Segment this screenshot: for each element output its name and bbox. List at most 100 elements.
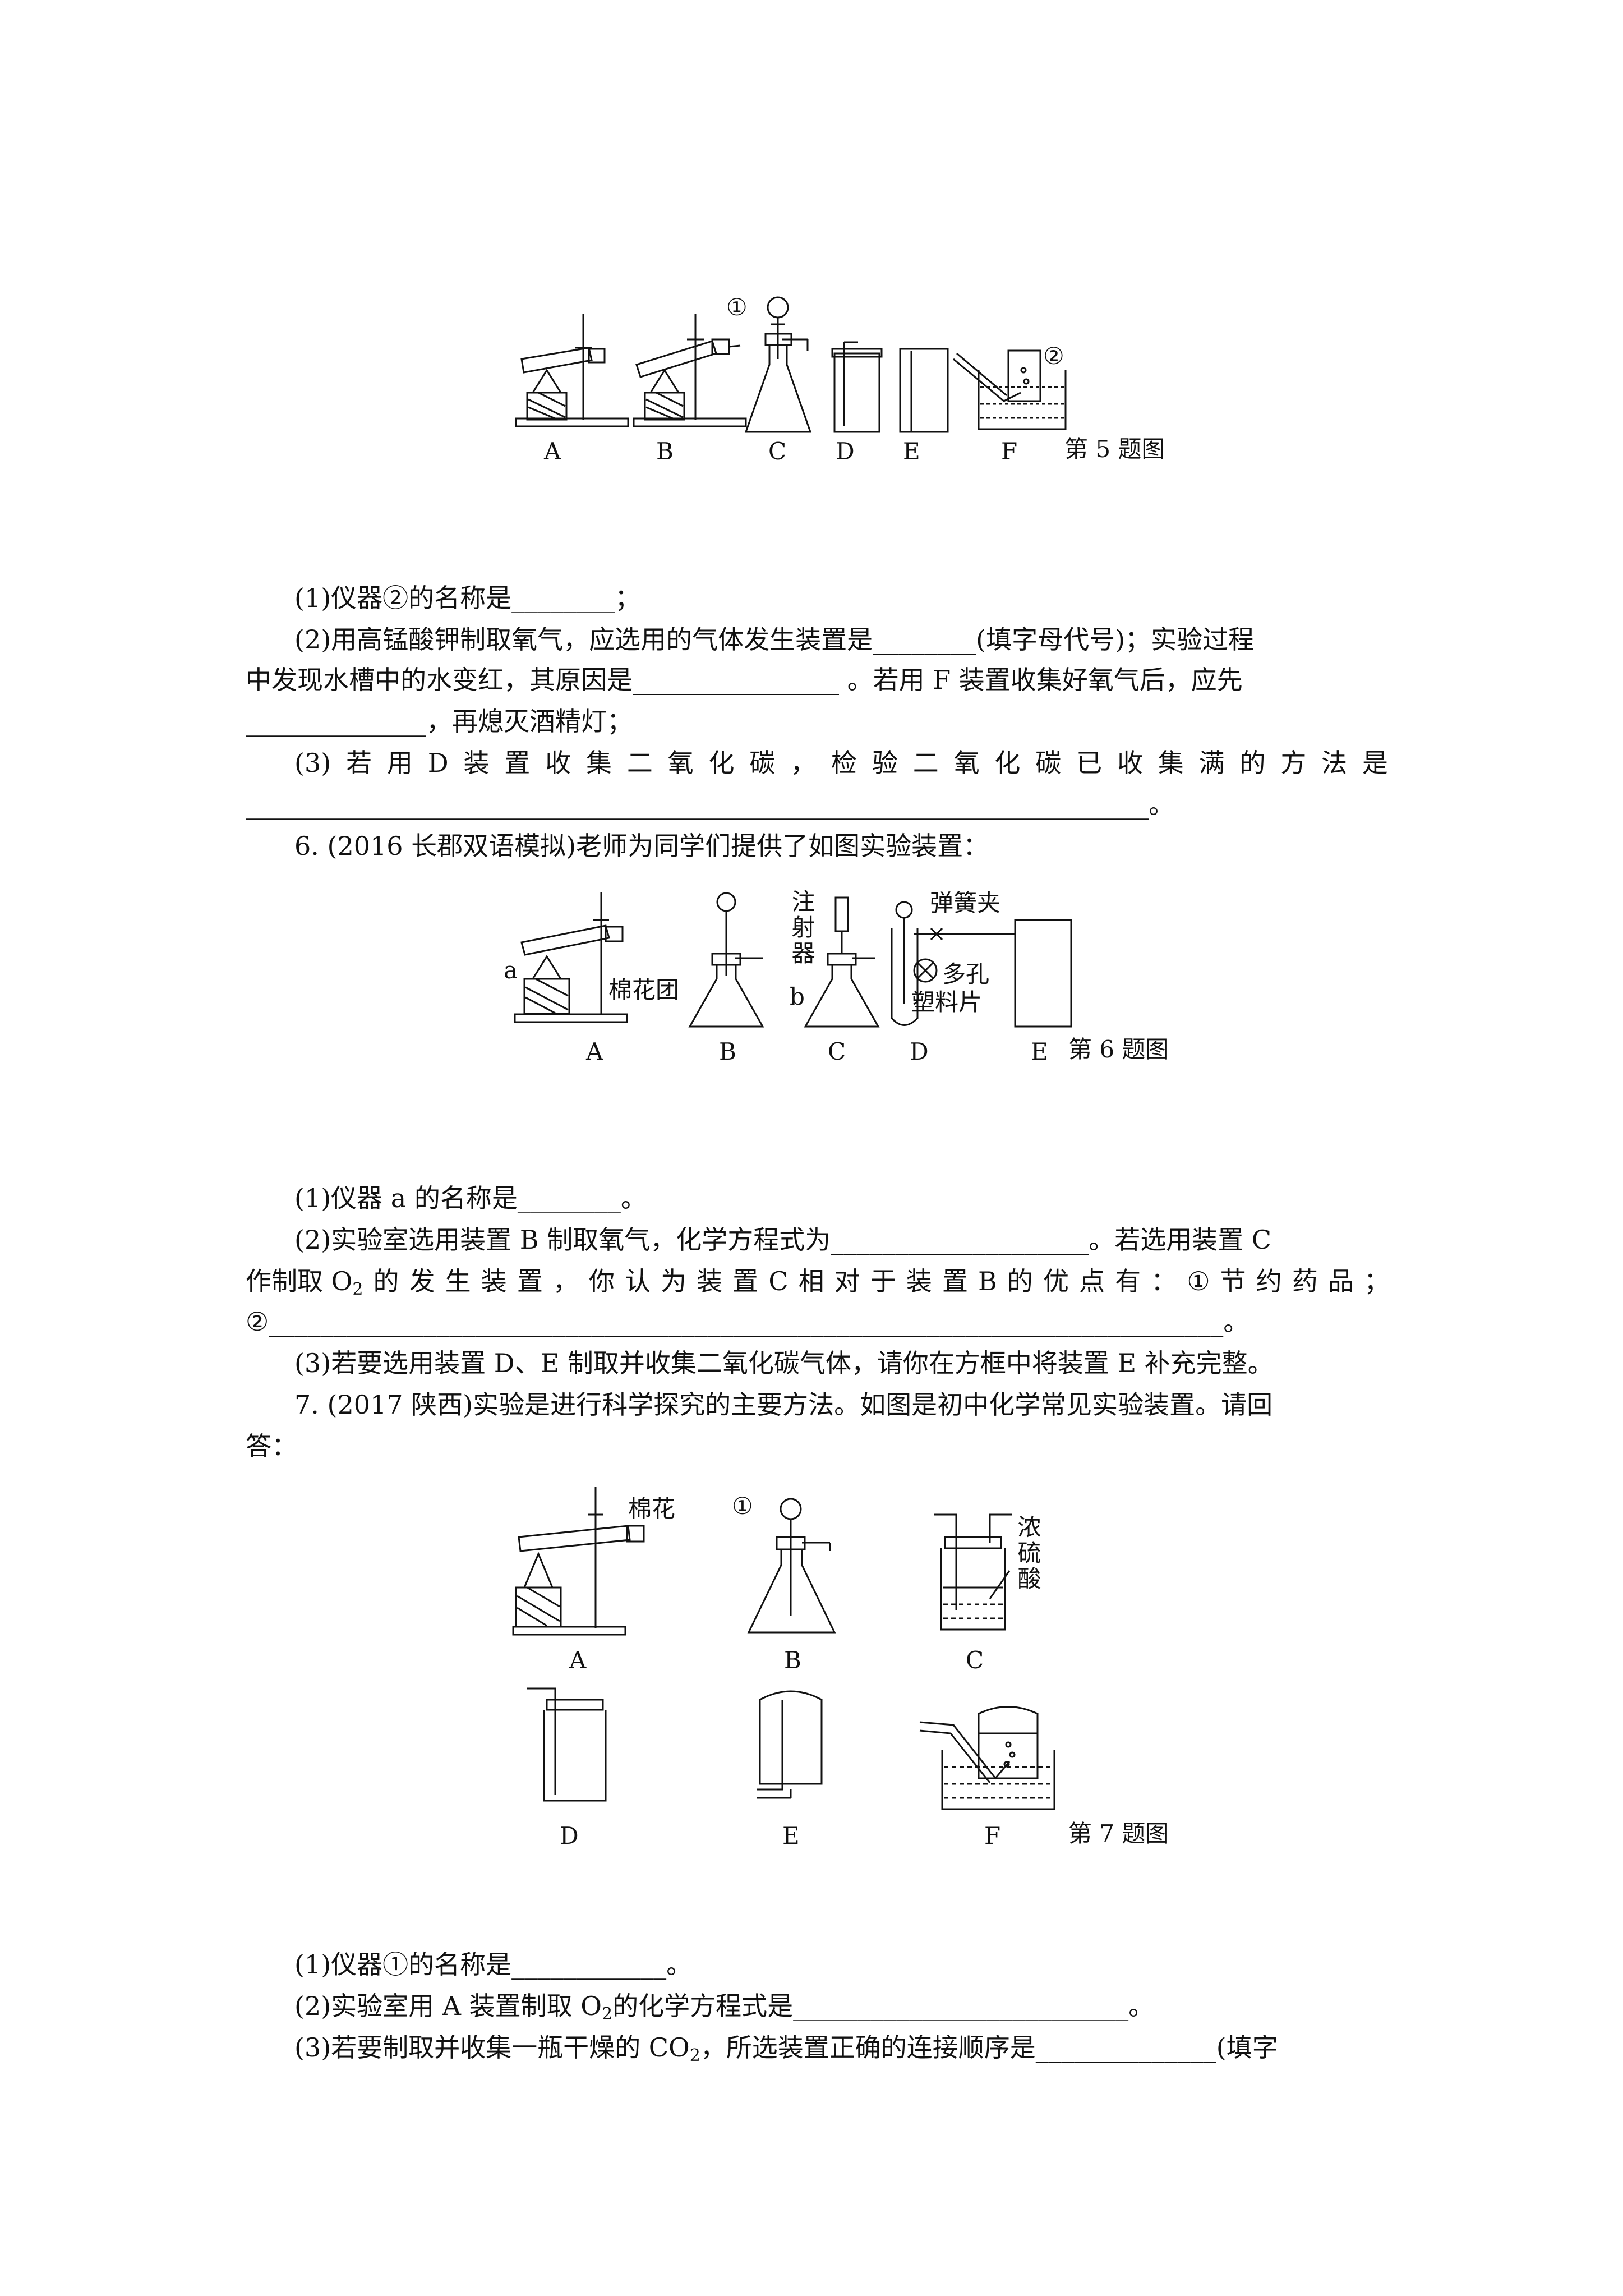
q6-l3-t16: 装 bbox=[906, 1266, 932, 1296]
figure-6-label-c: C bbox=[828, 1038, 846, 1065]
q6-l3-t6: ， bbox=[552, 1266, 579, 1296]
q5-l5-t18: 碳 bbox=[1035, 748, 1062, 778]
q6-l3-t18: B bbox=[978, 1266, 997, 1296]
q5-l5-t26: 是 bbox=[1362, 748, 1388, 778]
q6-intro: 6. (2016 长郡双语模拟)老师为同学们提供了如图实验装置： bbox=[294, 831, 989, 861]
q6-l3-t8: 认 bbox=[625, 1266, 651, 1296]
q5-l5-t25: 法 bbox=[1321, 748, 1348, 778]
q6-l3-t17: 置 bbox=[942, 1266, 968, 1296]
q5-line-1: (1)仪器②的名称是________； bbox=[294, 583, 641, 613]
q5-l5-t17: 化 bbox=[994, 748, 1021, 778]
apparatus-7f bbox=[920, 1707, 1054, 1810]
q6-l3-t19: 的 bbox=[1007, 1266, 1033, 1296]
apparatus-7a bbox=[513, 1487, 644, 1635]
figure-7-caption: 第 7 题图 bbox=[1068, 1820, 1169, 1847]
figure-5-marker-2: ② bbox=[1043, 342, 1064, 370]
figure-5-label-c: C bbox=[768, 438, 787, 465]
q6-l3-t22: 有 bbox=[1115, 1266, 1141, 1296]
figure-6-label-a: A bbox=[586, 1038, 603, 1065]
apparatus-5f bbox=[953, 351, 1066, 429]
q7-l3-text-a: (3)若要制取并收集一瓶干燥的 CO bbox=[294, 2032, 690, 2063]
figure-6-label-small-a: a bbox=[504, 956, 518, 984]
q5-l5-t22: 满 bbox=[1198, 748, 1225, 778]
figure-6-label-small-b: b bbox=[790, 983, 805, 1010]
q5-line-6: ________________________________________… bbox=[246, 789, 1174, 820]
figure-5-label-d: D bbox=[836, 438, 855, 465]
q6-l3-t21: 点 bbox=[1079, 1266, 1105, 1296]
q5-line-2: (2)用高锰酸钾制取氧气，应选用的气体发生装置是________(填字母代号)；… bbox=[294, 624, 1255, 655]
q6-l3-t7: 你 bbox=[588, 1266, 615, 1296]
figure-6-label-d: D bbox=[910, 1038, 929, 1065]
q6-line-2: (2)实验室选用装置 B 制取氧气，化学方程式为________________… bbox=[294, 1225, 1272, 1255]
q7-l2-sub: 2 bbox=[601, 2004, 613, 2024]
figure-5-marker-1: ① bbox=[726, 293, 748, 321]
q6-l3-t0: 作制取 O2 bbox=[246, 1264, 363, 1306]
q7-l3-sub: 2 bbox=[689, 2046, 700, 2065]
figure-7-label-e: E bbox=[782, 1822, 800, 1849]
q6-l3-t15: 于 bbox=[870, 1266, 896, 1296]
figure-5-label-f: F bbox=[1001, 438, 1018, 465]
q6-l3-t1: 的 bbox=[373, 1266, 399, 1296]
figure-7-acid-label: 浓硫酸 bbox=[1014, 1515, 1041, 1592]
q6-l3-t23: ： bbox=[1151, 1266, 1177, 1296]
q5-l5-t12: ， bbox=[790, 748, 817, 778]
q7-intro-1: 7. (2017 陕西)实验是进行科学探究的主要方法。如图是初中化学常见实验装置… bbox=[294, 1389, 1273, 1420]
figure-7-label-a: A bbox=[569, 1646, 587, 1674]
q5-l5-t6: 收 bbox=[545, 748, 571, 778]
q5-l5-t23: 的 bbox=[1239, 748, 1266, 778]
q6-l3-t12: C bbox=[768, 1266, 789, 1296]
q5-line-4: ______________，再熄灭酒精灯； bbox=[246, 706, 633, 737]
q7-intro-2: 答： bbox=[246, 1431, 297, 1461]
q6-l3-t29: ； bbox=[1363, 1266, 1390, 1296]
q6-l3-t2: 发 bbox=[409, 1266, 435, 1296]
apparatus-5e bbox=[900, 349, 948, 432]
figure-5-label-e: E bbox=[903, 438, 920, 465]
apparatus-5d bbox=[832, 342, 882, 432]
q6-l3-t14: 对 bbox=[834, 1266, 860, 1296]
figure-7-label-d: D bbox=[560, 1822, 579, 1849]
figure-7-label-f: F bbox=[984, 1822, 1001, 1849]
q7-line-3: (3)若要制取并收集一瓶干燥的 CO2，所选装置正确的连接顺序是________… bbox=[294, 2031, 1278, 2073]
q5-l5-t15: 二 bbox=[912, 748, 939, 778]
q6-l3-t5: 置 bbox=[517, 1266, 543, 1296]
figure-6-label-b: B bbox=[719, 1038, 736, 1065]
q6-l3-t27: 药 bbox=[1292, 1266, 1318, 1296]
q5-l5-t19: 已 bbox=[1076, 748, 1103, 778]
q6-line-1: (1)仪器 a 的名称是________。 bbox=[294, 1183, 647, 1213]
figure-5-label-a: A bbox=[544, 438, 561, 465]
q6-l3-t25: 节 bbox=[1220, 1266, 1246, 1296]
figure-5-caption: 第 5 题图 bbox=[1064, 435, 1165, 463]
apparatus-5c bbox=[746, 297, 810, 432]
q6-l3-t9: 为 bbox=[661, 1266, 687, 1296]
apparatus-5b bbox=[634, 314, 746, 426]
figure-7-cotton-label: 棉花 bbox=[628, 1495, 676, 1522]
q5-l5-t16: 氧 bbox=[953, 748, 980, 778]
figure-6-plate-label-2: 塑料片 bbox=[911, 988, 983, 1016]
q6-line-5: (3)若要选用装置 D、E 制取并收集二氧化碳气体，请你在方框中将装置 E 补充… bbox=[294, 1348, 1274, 1378]
apparatus-7e bbox=[757, 1691, 822, 1798]
apparatus-6d bbox=[892, 902, 1015, 1025]
apparatus-7d bbox=[527, 1688, 606, 1801]
figure-6-plate-label: 多孔 bbox=[942, 960, 990, 988]
figure-5-label-b: B bbox=[656, 438, 674, 465]
q7-line-1: (1)仪器①的名称是____________。 bbox=[294, 1949, 693, 1980]
q6-l3-t3: 生 bbox=[445, 1266, 471, 1296]
q5-l5-t4: 装 bbox=[463, 748, 490, 778]
q6-l3-t10: 装 bbox=[697, 1266, 723, 1296]
q5-l5-t24: 方 bbox=[1280, 748, 1307, 778]
figure-6-caption: 第 6 题图 bbox=[1068, 1036, 1169, 1063]
apparatus-6a bbox=[515, 892, 627, 1022]
q5-line-3: 中发现水槽中的水变红，其原因是________________ 。若用 F 装置… bbox=[246, 665, 1243, 695]
apparatus-5a bbox=[516, 314, 628, 426]
figure-6-label-e: E bbox=[1031, 1038, 1048, 1065]
apparatus-6c bbox=[805, 898, 878, 1027]
figure-7-label-b: B bbox=[784, 1646, 801, 1674]
q6-l3-t20: 优 bbox=[1043, 1266, 1069, 1296]
q5-line-5: (3) 若 用 D 装 置 收 集 二 氧 化 碳 ， 检 验 二 氧 化 碳 … bbox=[294, 746, 1388, 780]
q5-l5-t20: 收 bbox=[1117, 748, 1143, 778]
q7-l3-text-b: ，所选装置正确的连接顺序是______________(填字 bbox=[700, 2032, 1278, 2063]
q5-l5-t10: 化 bbox=[708, 748, 735, 778]
figure-6-cotton-label: 棉花团 bbox=[608, 976, 680, 1004]
apparatus-7b bbox=[749, 1499, 834, 1632]
